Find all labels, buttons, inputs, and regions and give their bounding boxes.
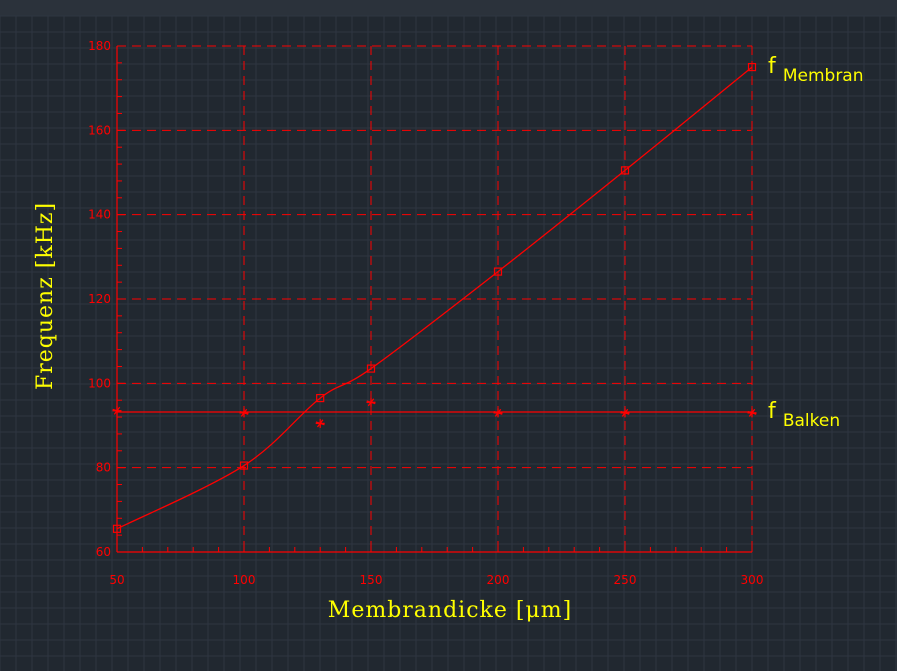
y-tick-label: 80 (96, 461, 111, 475)
data-point-balken (493, 408, 503, 418)
y-tick-label: 160 (88, 123, 111, 137)
series-label-balken-main: f (768, 399, 777, 424)
series-markers (112, 62, 757, 533)
x-tick-labels: 50 100 150 200 250 300 (109, 573, 763, 587)
data-point-balken (239, 408, 249, 418)
series-line-membran (116, 66, 753, 530)
title-bar (0, 0, 897, 16)
series-label-membran-main: f (768, 54, 777, 79)
series-lines (116, 66, 753, 530)
y-tick-label: 140 (88, 208, 111, 222)
data-point-balken (315, 418, 325, 428)
x-tick-label: 300 (741, 573, 764, 587)
x-tick-label: 200 (487, 573, 510, 587)
x-tick-label: 250 (614, 573, 637, 587)
data-point-membran (620, 166, 630, 175)
series-label-balken-sub: Balken (783, 411, 840, 431)
y-tick-label: 120 (88, 292, 111, 306)
plot-grid (116, 45, 753, 553)
data-point-membran (316, 393, 325, 403)
series-label-balken: f Balken (768, 399, 840, 431)
y-tick-label: 100 (88, 376, 111, 390)
series-label-membran: f Membran (768, 54, 864, 86)
data-point-membran (112, 524, 122, 533)
x-axis-label: Membrandicke [μm] (328, 598, 572, 623)
cad-background-grid (0, 15, 897, 671)
x-tick-label: 50 (109, 573, 124, 587)
series-label-membran-sub: Membran (783, 66, 864, 86)
data-point-balken (112, 406, 122, 416)
data-point-membran (493, 267, 503, 276)
x-tick-label: 150 (360, 573, 383, 587)
data-point-balken (366, 397, 376, 407)
data-point-balken (747, 408, 757, 418)
y-tick-label: 180 (88, 39, 111, 53)
y-tick-label: 60 (96, 545, 111, 559)
data-point-membran (366, 364, 376, 373)
minor-ticks (116, 45, 753, 553)
data-point-membran (239, 461, 249, 470)
x-tick-label: 100 (233, 573, 256, 587)
data-point-balken (620, 408, 630, 418)
y-axis-label: Frequenz [kHz] (33, 202, 58, 390)
data-point-membran (747, 62, 757, 72)
y-tick-labels: 60 80 100 120 140 160 180 (88, 39, 111, 559)
